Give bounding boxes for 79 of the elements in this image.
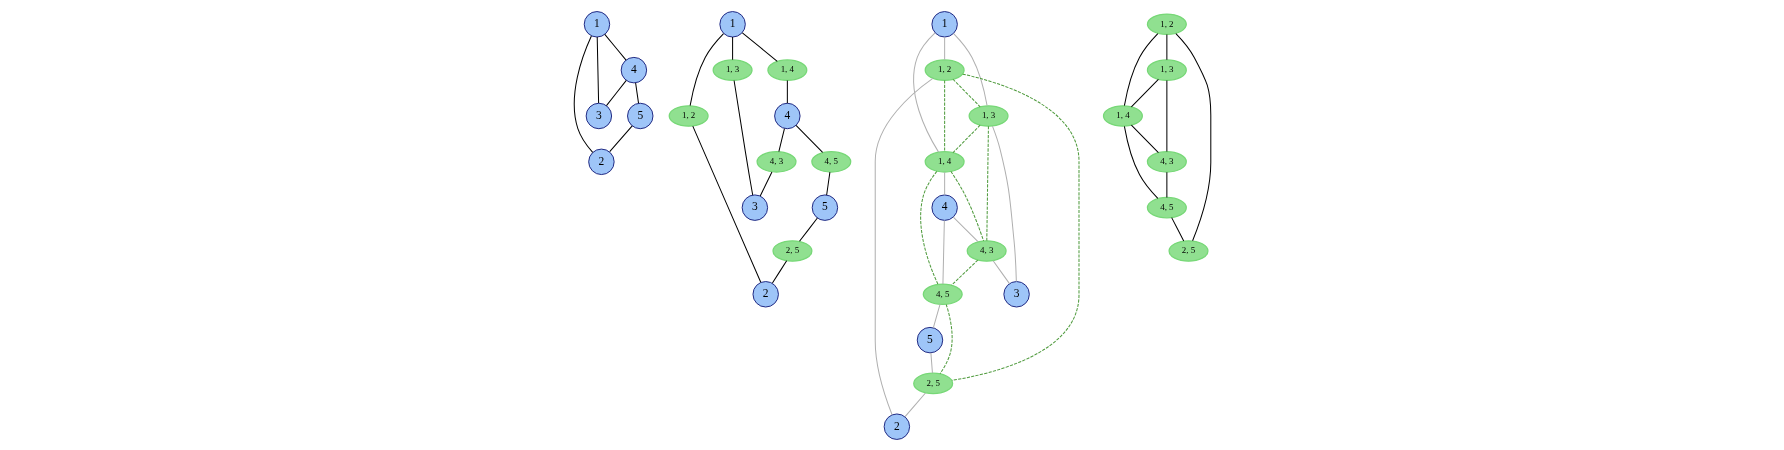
connector xyxy=(741,31,778,62)
node-circle: 4 xyxy=(773,102,801,129)
node-circle: 3 xyxy=(585,102,612,129)
connector xyxy=(950,73,1079,381)
node-circle: 4 xyxy=(930,193,958,221)
connector xyxy=(759,170,772,197)
node-circle: 2 xyxy=(587,148,615,175)
node-circle: 3 xyxy=(741,193,768,221)
connector xyxy=(603,33,627,61)
node-ellipse: 4, 3 xyxy=(1146,150,1187,173)
node-ellipse: 1, 4 xyxy=(1102,104,1143,127)
connector xyxy=(943,79,945,152)
node-ellipse: 2, 5 xyxy=(912,372,953,394)
node-circle: 2 xyxy=(883,413,910,440)
node-circle: 4 xyxy=(620,56,647,83)
connector xyxy=(912,31,939,153)
node-circle: 5 xyxy=(916,326,943,353)
connector xyxy=(733,79,753,195)
connector xyxy=(952,32,988,106)
node-ellipse: 1, 2 xyxy=(924,58,965,81)
connector xyxy=(904,391,926,417)
connector xyxy=(1130,124,1159,153)
connector xyxy=(1174,32,1211,241)
node-ellipse: 2, 5 xyxy=(771,239,812,262)
connector xyxy=(691,125,761,283)
node-ellipse: 4, 5 xyxy=(810,150,851,173)
node-ellipse: 4, 3 xyxy=(755,150,797,173)
connector xyxy=(608,124,633,152)
node-ellipse: 1, 2 xyxy=(1146,12,1187,35)
connector xyxy=(596,36,599,104)
node-ellipse: 1, 4 xyxy=(924,150,965,173)
connector xyxy=(941,219,945,285)
connector xyxy=(605,79,627,106)
node-circle: 1 xyxy=(930,10,958,37)
node-circle: 5 xyxy=(626,102,653,129)
connector xyxy=(943,171,945,195)
connector xyxy=(795,124,823,153)
node-ellipse: 1, 4 xyxy=(766,58,807,81)
connector xyxy=(689,32,724,106)
connector xyxy=(777,127,785,152)
connector xyxy=(950,170,984,241)
connector xyxy=(874,77,933,415)
connector xyxy=(731,36,733,60)
node-circle: 1 xyxy=(583,10,610,37)
connector xyxy=(991,125,1017,282)
node-circle: 2 xyxy=(752,280,779,307)
node-circle: 3 xyxy=(1002,280,1030,307)
connector xyxy=(939,303,953,374)
node-ellipse: 1, 3 xyxy=(712,58,753,81)
connector xyxy=(786,79,788,104)
connector xyxy=(950,259,978,286)
node-ellipse: 4, 5 xyxy=(922,282,963,305)
connector xyxy=(932,303,941,328)
node-ellipse: 1, 3 xyxy=(968,104,1009,127)
connector xyxy=(952,78,981,107)
connector xyxy=(573,35,593,153)
node-circle: 1 xyxy=(718,10,746,37)
node-ellipse: 4, 5 xyxy=(1146,196,1187,218)
connector xyxy=(952,216,978,242)
node-ellipse: 1, 2 xyxy=(668,104,709,127)
connector xyxy=(919,170,938,285)
node-ellipse: 4, 3 xyxy=(966,239,1007,262)
connector xyxy=(1123,125,1158,199)
connector xyxy=(985,125,989,241)
connector xyxy=(929,351,933,374)
connector xyxy=(943,36,945,60)
connector xyxy=(634,81,639,104)
connector xyxy=(1130,78,1159,107)
connector xyxy=(771,259,787,284)
connector xyxy=(1165,171,1167,198)
node-ellipse: 1, 3 xyxy=(1146,58,1187,81)
connector xyxy=(1170,216,1184,242)
connector xyxy=(992,259,1010,284)
node-circle: 5 xyxy=(811,193,838,221)
node-ellipse: 2, 5 xyxy=(1167,239,1209,262)
connector xyxy=(952,124,981,153)
connector xyxy=(1123,32,1158,106)
connector xyxy=(798,217,818,242)
connector xyxy=(825,171,830,195)
